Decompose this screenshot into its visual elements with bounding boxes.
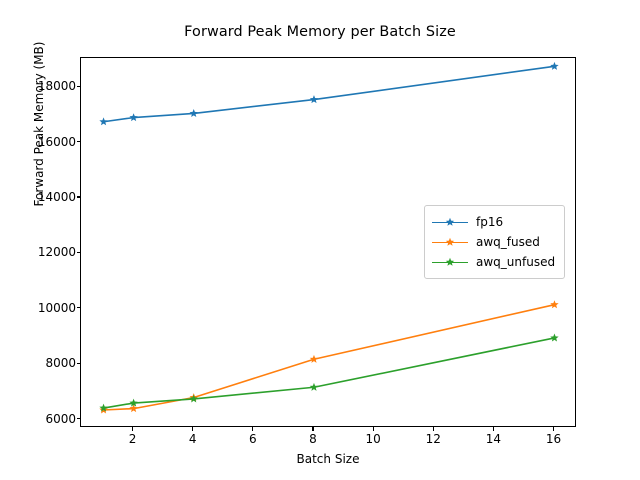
- y-axis-tick-labels: 6000 8000 10000 12000 14000 16000 18000: [8, 0, 76, 480]
- series-awq_fused: [99, 300, 559, 414]
- x-axis-tick-mark: [312, 427, 314, 431]
- data-point-marker: [189, 109, 198, 117]
- x-axis-tick-label: 6: [249, 432, 257, 446]
- y-axis-tick-marks: [76, 0, 81, 480]
- data-point-marker: [99, 117, 108, 126]
- x-axis-tick-mark: [492, 427, 494, 431]
- x-axis-tick-label: 4: [188, 432, 197, 446]
- data-point-marker: [129, 398, 138, 407]
- series-awq_unfused: [99, 333, 559, 412]
- series-fp16: [99, 61, 559, 126]
- data-point-marker: [129, 404, 138, 413]
- legend-swatch: [432, 255, 468, 269]
- x-axis-tick-mark: [372, 427, 374, 431]
- legend-swatch: [432, 215, 468, 229]
- x-axis-tick-label: 10: [365, 432, 381, 446]
- legend-star-icon: [445, 217, 455, 226]
- y-axis-tick-mark: [76, 196, 80, 198]
- x-axis-tick-label: 16: [545, 432, 562, 446]
- legend-label: awq_unfused: [476, 255, 556, 269]
- data-point-marker: [550, 300, 559, 309]
- y-axis-tick-mark: [76, 362, 80, 364]
- chart-title: Forward Peak Memory per Batch Size: [184, 24, 456, 40]
- x-axis-tick-mark: [552, 427, 555, 431]
- y-axis-tick-label: 16000: [37, 134, 76, 149]
- data-point-marker: [550, 333, 559, 342]
- x-axis-tick-mark: [132, 427, 134, 431]
- x-axis-tick-mark: [192, 427, 194, 431]
- data-point-marker: [309, 354, 319, 363]
- data-point-marker: [309, 382, 319, 391]
- series-line: [102, 337, 556, 409]
- x-axis-tick-label: 8: [309, 432, 317, 446]
- y-axis-tick-label: 12000: [37, 245, 76, 260]
- legend-item-awq_unfused: awq_unfused: [432, 252, 555, 272]
- legend-item-awq_fused: awq_fused: [432, 232, 555, 252]
- series-line: [102, 303, 556, 411]
- data-point-marker: [129, 113, 138, 122]
- y-axis-tick-mark: [76, 418, 80, 420]
- x-axis-tick-label: 14: [485, 432, 501, 446]
- data-point-marker: [550, 61, 559, 70]
- legend-label: awq_fused: [476, 235, 540, 249]
- legend-item-fp16: fp16: [432, 212, 555, 232]
- data-point-marker: [99, 403, 108, 412]
- legend-swatch: [432, 235, 468, 249]
- x-axis-tick-label: 2: [128, 432, 137, 446]
- y-axis-tick-label: 14000: [37, 189, 76, 204]
- plot-svg: [99, 61, 559, 414]
- y-axis-tick-mark: [76, 141, 80, 143]
- y-axis-tick-label: 18000: [37, 79, 76, 94]
- data-point-marker: [309, 95, 319, 104]
- y-axis-tick-label: 6000: [45, 411, 76, 426]
- y-axis-tick-mark: [76, 307, 80, 309]
- data-point-marker: [189, 394, 198, 403]
- y-axis-tick-label: 8000: [45, 356, 76, 371]
- x-axis-tick-mark: [432, 427, 434, 431]
- y-axis-tick-label: 10000: [37, 300, 76, 315]
- legend-star-icon: [445, 237, 455, 246]
- y-axis-tick-mark: [76, 251, 80, 253]
- legend-star-icon: [445, 257, 455, 266]
- y-axis-tick-mark: [76, 85, 80, 87]
- series-line: [102, 65, 556, 123]
- legend-label: fp16: [476, 215, 504, 229]
- x-axis-label: Batch Size: [296, 452, 360, 466]
- x-axis-tick-label: 12: [425, 432, 441, 446]
- x-axis-tick-mark: [252, 427, 254, 431]
- chart-legend: fp16 awq_fused awq_unfused: [424, 205, 566, 279]
